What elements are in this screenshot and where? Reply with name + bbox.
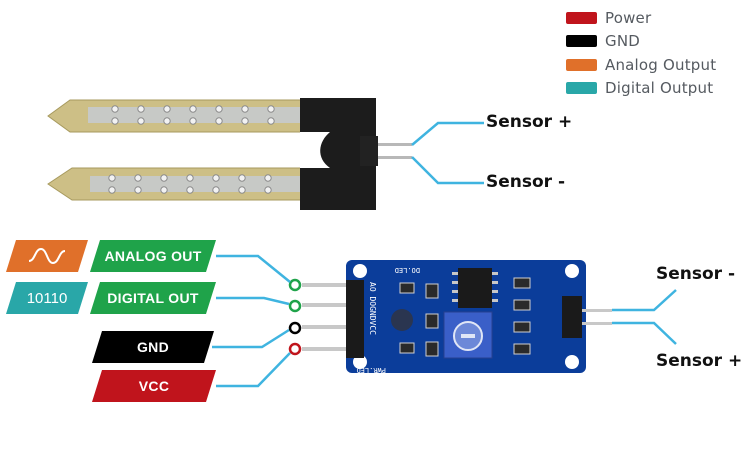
module-sensor-plus-label: Sensor + xyxy=(656,351,743,371)
probe-plating-hole xyxy=(267,105,275,113)
probe-plating-hole xyxy=(212,186,220,194)
probe-plating-hole xyxy=(108,174,116,182)
vcc-tag: VCC xyxy=(92,370,216,402)
wire-module-minus xyxy=(612,289,677,312)
module-sensor-minus-label: Sensor - xyxy=(656,264,736,284)
wire-gnd xyxy=(212,328,290,349)
probe-plating-hole xyxy=(264,186,272,194)
probe-plating-hole xyxy=(238,174,246,182)
wire-vcc xyxy=(216,352,291,388)
legend-label: Digital Output xyxy=(605,79,714,98)
probe-plating-hole xyxy=(264,174,272,182)
probe-plating-hole xyxy=(189,117,197,125)
probe-plating-hole xyxy=(160,174,168,182)
probe-plating-hole xyxy=(134,186,142,194)
legend: Power GND Analog Output Digital Output xyxy=(566,6,716,100)
probe-sensor-minus-label: Sensor - xyxy=(486,172,566,192)
power-swatch xyxy=(566,11,597,24)
probe-sensor-plus-label: Sensor + xyxy=(486,112,573,132)
probe-plating-hole xyxy=(111,105,119,113)
gnd-swatch xyxy=(566,35,597,48)
probe-plating-hole xyxy=(241,105,249,113)
probe-plating-hole xyxy=(186,174,194,182)
probe-plating-hole xyxy=(163,105,171,113)
legend-item-gnd: GND xyxy=(566,30,716,54)
probe-plating-hole xyxy=(212,174,220,182)
probe-plating-hole xyxy=(215,117,223,125)
probe-plating-hole xyxy=(215,105,223,113)
pin-ring-gnd xyxy=(288,321,302,335)
analog-swatch xyxy=(566,58,597,71)
wire-probe-minus xyxy=(411,156,484,185)
wire-analog-out xyxy=(216,254,291,283)
legend-item-power: Power xyxy=(566,6,716,30)
wire-probe-plus xyxy=(411,121,484,146)
probe-plating-hole xyxy=(186,186,194,194)
probe-plating-hole xyxy=(108,186,116,194)
pin-ring-vcc xyxy=(288,342,302,356)
comparator-module: DO.LED AO DOGNDVCC PWR.LED xyxy=(302,260,612,374)
probe-plating-hole xyxy=(111,117,119,125)
analog-icon-box xyxy=(6,240,88,272)
legend-item-analog: Analog Output xyxy=(566,53,716,77)
probe-plating-hole xyxy=(137,105,145,113)
legend-item-digital: Digital Output xyxy=(566,77,716,101)
probe-plating-hole xyxy=(238,186,246,194)
board-label-pwr-led: PWR.LED xyxy=(356,366,386,374)
analog-out-tag: ANALOG OUT xyxy=(90,240,216,272)
probe-plating-hole xyxy=(163,117,171,125)
probe-plating-hole xyxy=(267,117,275,125)
digital-swatch xyxy=(566,82,597,95)
board-label-do-led: DO.LED xyxy=(395,266,420,274)
soil-probe xyxy=(47,98,412,210)
probe-plating-hole xyxy=(160,186,168,194)
probe-plating-hole xyxy=(241,117,249,125)
legend-label: Power xyxy=(605,8,652,27)
probe-plating-hole xyxy=(134,174,142,182)
probe-plating-hole xyxy=(137,117,145,125)
sine-wave-icon xyxy=(27,245,67,267)
pin-ring-ao xyxy=(288,278,302,292)
gnd-tag: GND xyxy=(92,331,214,363)
wire-digital-out xyxy=(216,296,290,306)
wire-module-plus xyxy=(612,321,677,345)
probe-plating-hole xyxy=(189,105,197,113)
digital-out-tag: DIGITAL OUT xyxy=(90,282,216,314)
pin-ring-do xyxy=(288,299,302,313)
legend-label: Analog Output xyxy=(605,55,717,74)
digital-icon-box: 10110 xyxy=(6,282,88,314)
binary-icon: 10110 xyxy=(26,289,68,307)
board-label-pins: AO DOGNDVCC xyxy=(368,282,377,335)
legend-label: GND xyxy=(605,32,640,51)
